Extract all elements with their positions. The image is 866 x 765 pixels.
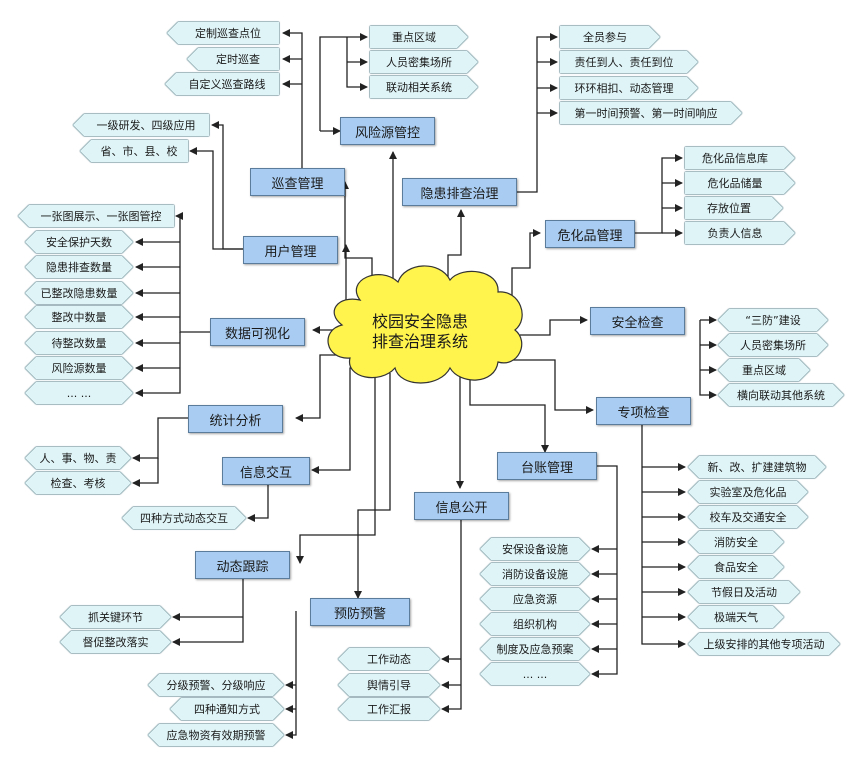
- module-tongji[interactable]: 统计分析: [188, 405, 283, 433]
- leaf-taizhang-5[interactable]: 制度及应急预案: [480, 638, 590, 660]
- leaf-anquan-4[interactable]: 横向联动其他系统: [718, 384, 844, 406]
- leaf-xinxigk-2[interactable]: 舆情引导: [338, 674, 440, 696]
- module-shuju[interactable]: 数据可视化: [210, 318, 305, 346]
- module-yonghu[interactable]: 用户管理: [243, 236, 338, 264]
- leaf-anquan-3[interactable]: 重点区域: [718, 359, 810, 381]
- leaf-tongji-1[interactable]: 人、事、物、责: [25, 447, 131, 469]
- module-xinxijh[interactable]: 信息交互: [222, 457, 310, 485]
- module-yufang[interactable]: 预防预警: [310, 598, 410, 626]
- leaf-taizhang-4[interactable]: 组织机构: [480, 613, 590, 635]
- leaf-zhuanxiang-5[interactable]: 食品安全: [688, 556, 784, 578]
- module-weihua[interactable]: 危化品管理: [545, 220, 635, 248]
- leaf-zhuanxiang-3[interactable]: 校车及交通安全: [688, 506, 808, 528]
- leaf-weihua-1[interactable]: 危化品信息库: [685, 147, 795, 169]
- leaf-taizhang-1[interactable]: 安保设备设施: [480, 538, 590, 560]
- leaf-shuju-5[interactable]: 整改中数量: [25, 306, 133, 328]
- leaf-shuju-3[interactable]: 隐患排查数量: [25, 256, 133, 278]
- leaf-xuncha-1[interactable]: 定制巡查点位: [167, 22, 279, 44]
- leaf-zhuanxiang-4[interactable]: 消防安全: [688, 531, 784, 553]
- module-anquan[interactable]: 安全检查: [590, 307, 685, 335]
- leaf-yinhuan-3[interactable]: 环环相扣、动态管理: [560, 77, 698, 99]
- leaf-taizhang-6[interactable]: ... ...: [480, 663, 590, 685]
- leaf-shuju-1[interactable]: 一张图展示、一张图管控: [18, 205, 174, 227]
- leaf-xinxigk-1[interactable]: 工作动态: [338, 648, 440, 670]
- leaf-yufang-3[interactable]: 应急物资有效期预警: [148, 724, 284, 746]
- center-cloud: [327, 265, 523, 384]
- module-fengxian[interactable]: 风险源管控: [340, 117, 435, 145]
- leaf-anquan-1[interactable]: “三防”建设: [718, 309, 828, 331]
- module-dongtai[interactable]: 动态跟踪: [195, 551, 290, 579]
- leaf-yufang-2[interactable]: 四种通知方式: [170, 698, 284, 720]
- leaf-yonghu-1[interactable]: 一级研发、四级应用: [73, 114, 209, 136]
- center-title-line1: 校园安全隐患: [371, 312, 468, 331]
- leaf-weihua-2[interactable]: 危化品储量: [685, 172, 795, 194]
- leaf-xinxijh-1[interactable]: 四种方式动态交互: [122, 507, 246, 529]
- leaf-dongtai-1[interactable]: 抓关键环节: [60, 606, 171, 628]
- leaf-dongtai-2[interactable]: 督促整改落实: [60, 631, 171, 653]
- center-title: 校园安全隐患 排查治理系统: [350, 312, 490, 352]
- module-zhuanxiang[interactable]: 专项检查: [596, 397, 691, 425]
- module-xuncha[interactable]: 巡查管理: [250, 168, 345, 196]
- leaf-weihua-3[interactable]: 存放位置: [685, 197, 783, 219]
- leaf-yonghu-2[interactable]: 省、市、县、校: [80, 140, 188, 162]
- leaf-zhuanxiang-1[interactable]: 新、改、扩建建筑物: [688, 456, 826, 478]
- leaf-weihua-4[interactable]: 负责人信息: [685, 222, 795, 244]
- leaf-xuncha-2[interactable]: 定时巡查: [187, 48, 279, 70]
- leaf-shuju-7[interactable]: 风险源数量: [25, 357, 133, 379]
- leaf-xuncha-3[interactable]: 自定义巡查路线: [165, 73, 279, 95]
- module-taizhang[interactable]: 台账管理: [497, 452, 597, 480]
- leaf-anquan-2[interactable]: 人员密集场所: [718, 334, 828, 356]
- leaf-fengxian-2[interactable]: 人员密集场所: [370, 51, 478, 73]
- module-xinxigk[interactable]: 信息公开: [414, 492, 509, 520]
- leaf-shuju-2[interactable]: 安全保护天数: [25, 231, 133, 253]
- leaf-shuju-4[interactable]: 已整改隐患数量: [25, 282, 133, 304]
- leaf-shuju-8[interactable]: ... ...: [25, 382, 133, 404]
- leaf-taizhang-2[interactable]: 消防设备设施: [480, 563, 590, 585]
- leaf-shuju-6[interactable]: 待整改数量: [25, 332, 133, 354]
- leaf-fengxian-1[interactable]: 重点区域: [370, 26, 468, 48]
- leaf-taizhang-3[interactable]: 应急资源: [480, 588, 590, 610]
- leaf-yinhuan-1[interactable]: 全员参与: [560, 26, 660, 48]
- leaf-yinhuan-2[interactable]: 责任到人、责任到位: [560, 51, 698, 73]
- leaf-yufang-1[interactable]: 分级预警、分级响应: [148, 674, 284, 696]
- leaf-xinxigk-3[interactable]: 工作汇报: [338, 698, 440, 720]
- module-yinhuan[interactable]: 隐患排查治理: [402, 178, 517, 206]
- center-title-line2: 排查治理系统: [371, 332, 468, 351]
- leaf-zhuanxiang-6[interactable]: 节假日及活动: [688, 581, 800, 603]
- leaf-zhuanxiang-2[interactable]: 实验室及危化品: [688, 481, 808, 503]
- leaf-fengxian-3[interactable]: 联动相关系统: [370, 76, 478, 98]
- leaf-yinhuan-4[interactable]: 第一时间预警、第一时间响应: [560, 102, 742, 124]
- leaf-tongji-2[interactable]: 检查、考核: [25, 472, 131, 494]
- leaf-zhuanxiang-7[interactable]: 极端天气: [688, 606, 784, 628]
- leaf-zhuanxiang-8[interactable]: 上级安排的其他专项活动: [688, 633, 840, 655]
